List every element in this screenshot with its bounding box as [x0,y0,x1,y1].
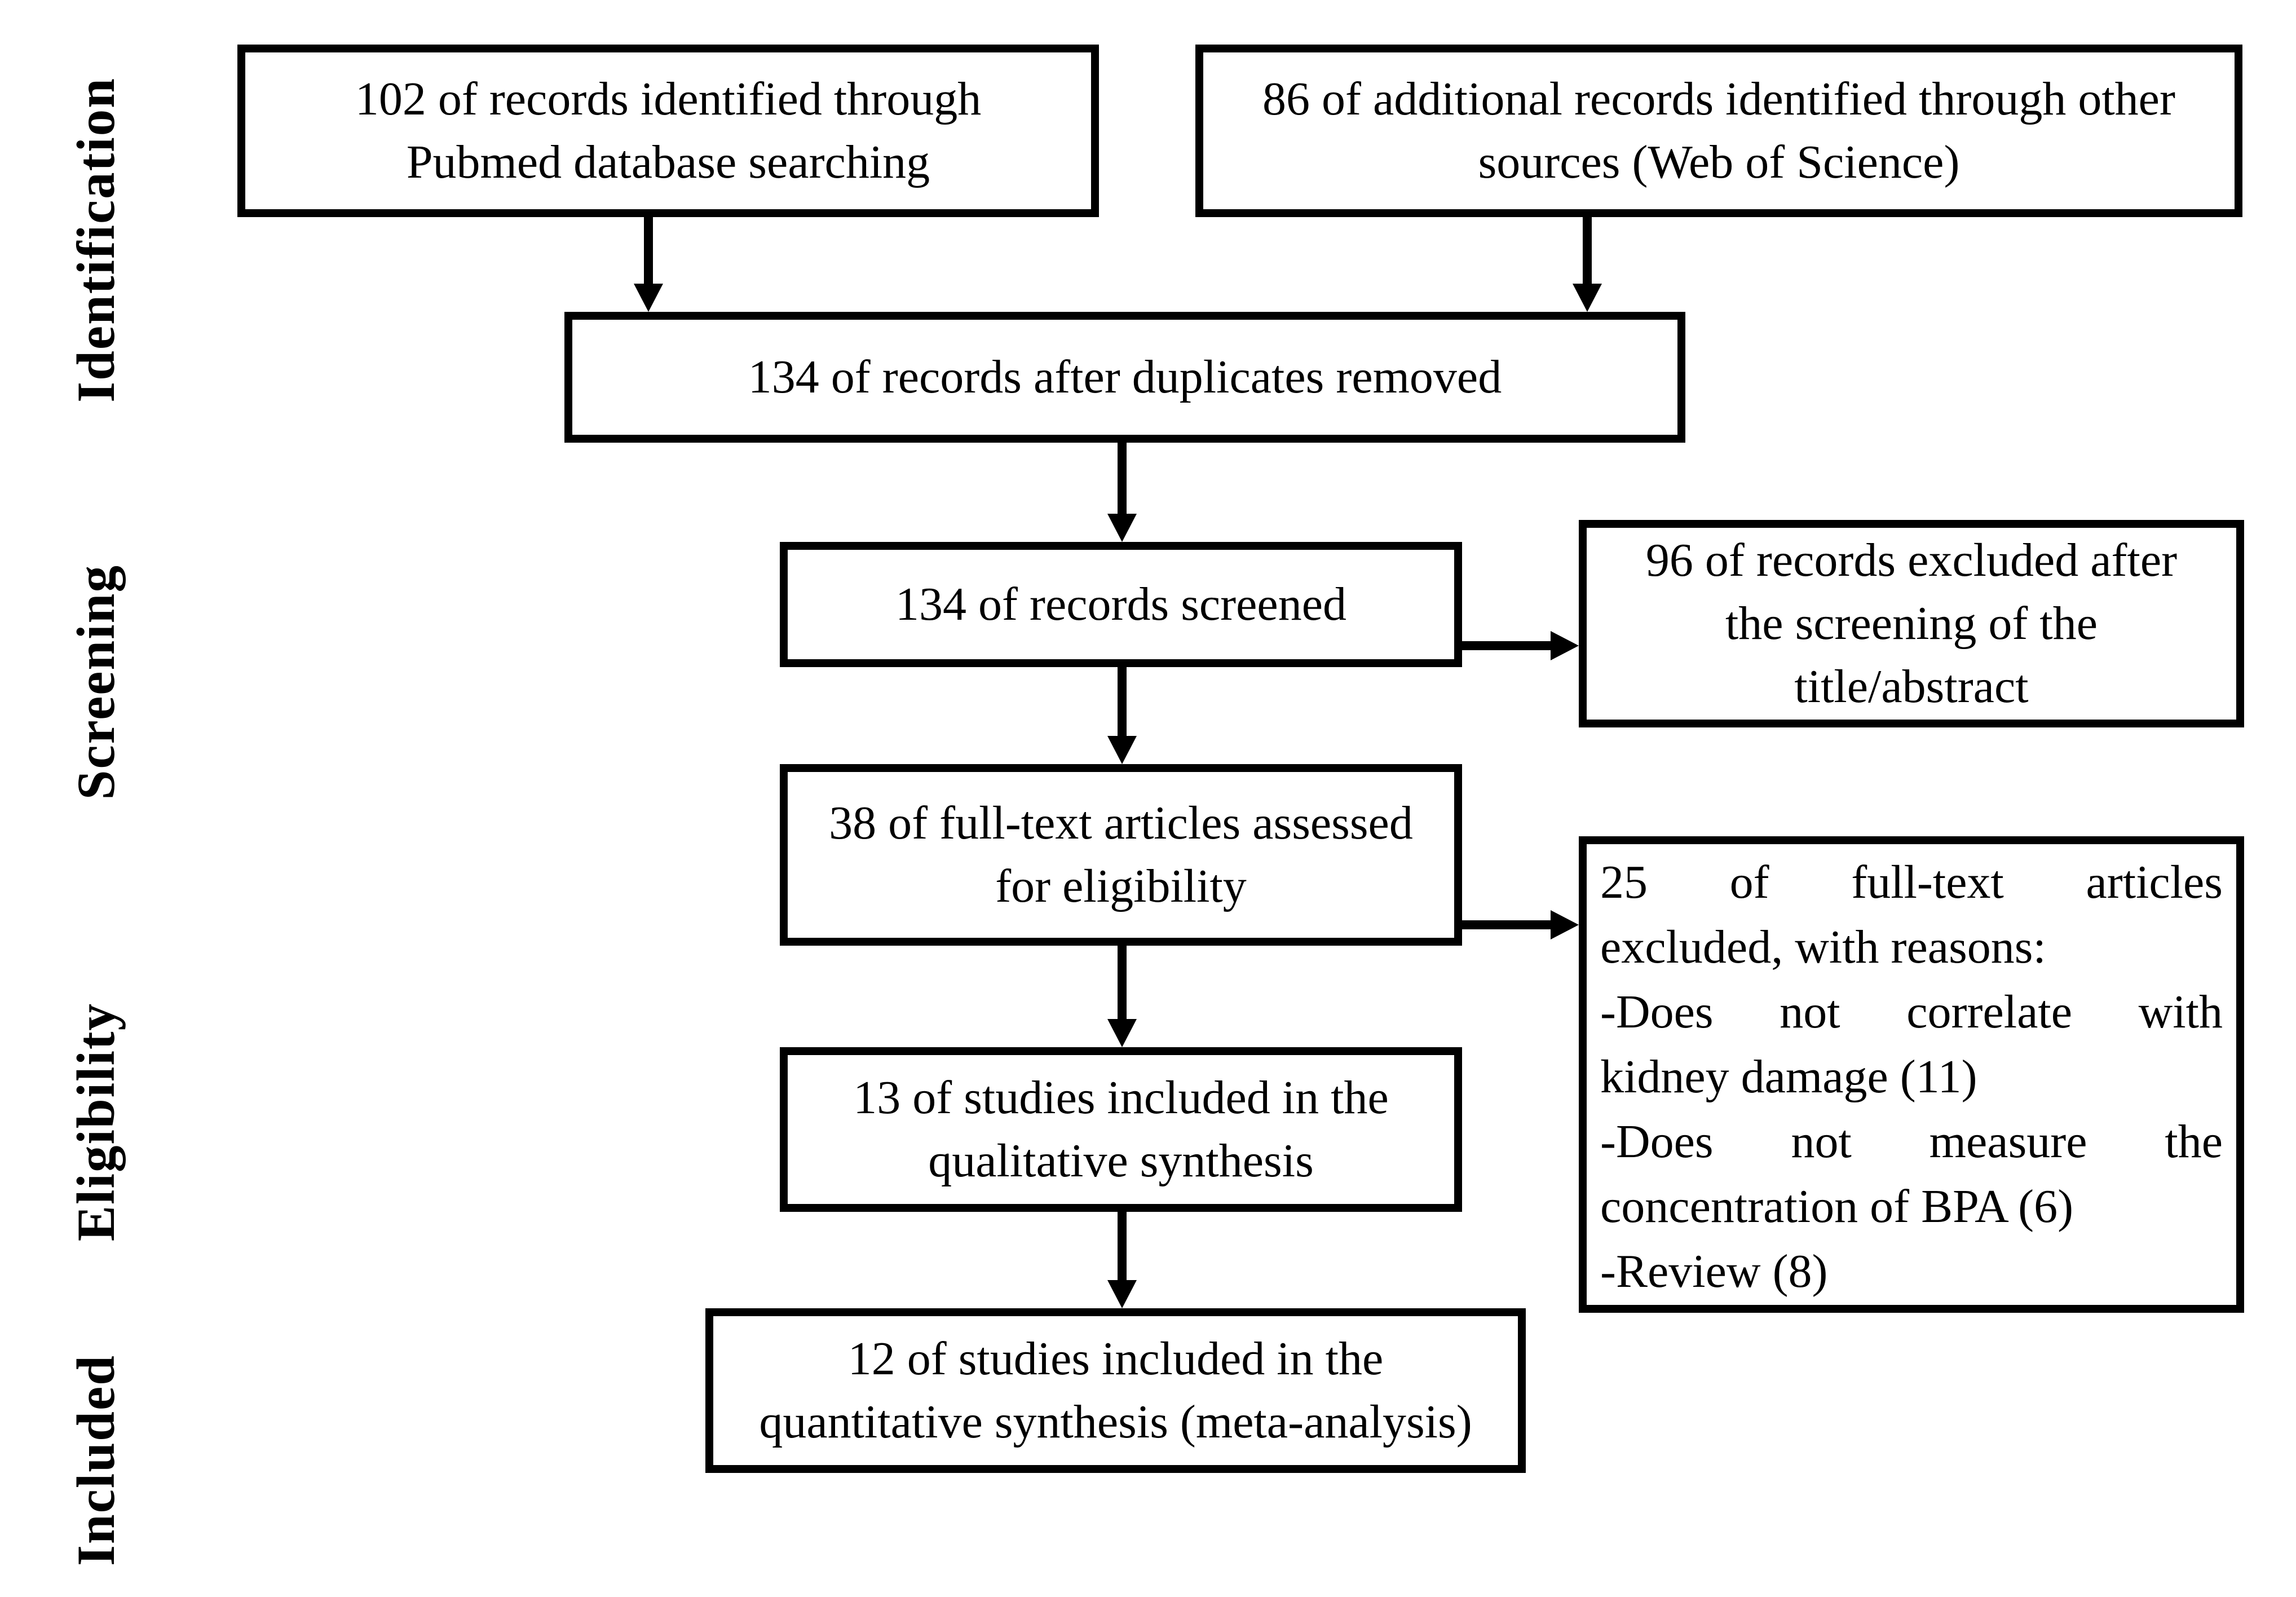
arrow-screened-to-fulltext-arrowhead [1107,736,1137,764]
node-line: concentration of BPA (6) [1600,1180,2074,1233]
stage-label-screening: Screening [45,544,147,820]
node-line: 38 of full-text articles assessed [829,797,1413,849]
node-records-excluded-screening: 96 of records excluded after the screeni… [1579,520,2244,727]
node-line: 13 of studies included in the [853,1071,1389,1124]
node-line: -Does not correlate with [1600,986,2223,1038]
stage-label-included: Included [45,1339,147,1582]
node-line: -Does not measure the [1600,1115,2223,1168]
arrow-qualitative-to-quantitative-arrowhead [1107,1280,1137,1308]
node-line: 134 of records screened [895,578,1346,630]
node-line: for eligibility [995,860,1247,912]
node-line: quantitative synthesis (meta-analysis) [759,1396,1472,1448]
node-line: sources (Web of Science) [1478,136,1960,188]
node-line: Pubmed database searching [406,136,930,188]
node-records-after-duplicates: 134 of records after duplicates removed [564,312,1685,443]
arrow-pubmed-to-duplicates-shaft [644,217,653,285]
node-records-other-sources: 86 of additional records identified thro… [1195,45,2242,217]
node-fulltext-excluded-reasons: 25 of full-text articles excluded, with … [1579,836,2244,1313]
stage-label-included-text: Included [66,1355,126,1567]
node-line: kidney damage (11) [1600,1051,1977,1103]
node-line: 25 of full-text articles [1600,856,2223,908]
node-line: title/abstract [1794,660,2029,713]
node-records-screened: 134 of records screened [780,542,1462,667]
node-quantitative-synthesis: 12 of studies included in the quantitati… [705,1308,1526,1473]
arrow-fulltext-to-excluded-shaft [1462,920,1551,929]
arrow-screened-to-excluded-shaft [1462,641,1551,650]
node-qualitative-synthesis: 13 of studies included in the qualitativ… [780,1047,1462,1212]
arrow-other-sources-to-duplicates-arrowhead [1573,284,1602,312]
node-records-pubmed: 102 of records identified through Pubmed… [237,45,1099,217]
node-fulltext-assessed: 38 of full-text articles assessed for el… [780,764,1462,946]
stage-label-eligibility-text: Eligibility [66,1003,126,1242]
stage-label-eligibility: Eligibility [45,950,147,1294]
node-line: -Review (8) [1600,1245,1828,1298]
stage-label-screening-text: Screening [66,564,126,800]
node-line: 86 of additional records identified thro… [1262,73,2175,125]
node-line: 12 of studies included in the [847,1333,1384,1385]
arrow-screened-to-fulltext-shaft [1118,667,1127,736]
node-line: qualitative synthesis [928,1135,1314,1187]
arrow-screened-to-excluded-arrowhead [1551,631,1579,660]
node-line: excluded, with reasons: [1600,921,2046,973]
node-line: 102 of records identified through [355,73,982,125]
arrow-qualitative-to-quantitative-shaft [1118,1212,1127,1280]
node-line: 134 of records after duplicates removed [748,351,1502,403]
arrow-duplicates-to-screened-shaft [1118,443,1127,514]
stage-label-identification: Identification [45,54,147,426]
arrow-duplicates-to-screened-arrowhead [1107,514,1137,542]
stage-label-identification-text: Identification [66,77,126,403]
node-line: 96 of records excluded after [1645,534,2178,586]
arrow-pubmed-to-duplicates-arrowhead [634,284,663,312]
arrow-fulltext-to-qualitative-shaft [1118,946,1127,1019]
arrow-fulltext-to-qualitative-arrowhead [1107,1019,1137,1047]
arrow-other-sources-to-duplicates-shaft [1583,217,1592,285]
arrow-fulltext-to-excluded-arrowhead [1551,910,1579,939]
node-line: the screening of the [1725,597,2098,650]
